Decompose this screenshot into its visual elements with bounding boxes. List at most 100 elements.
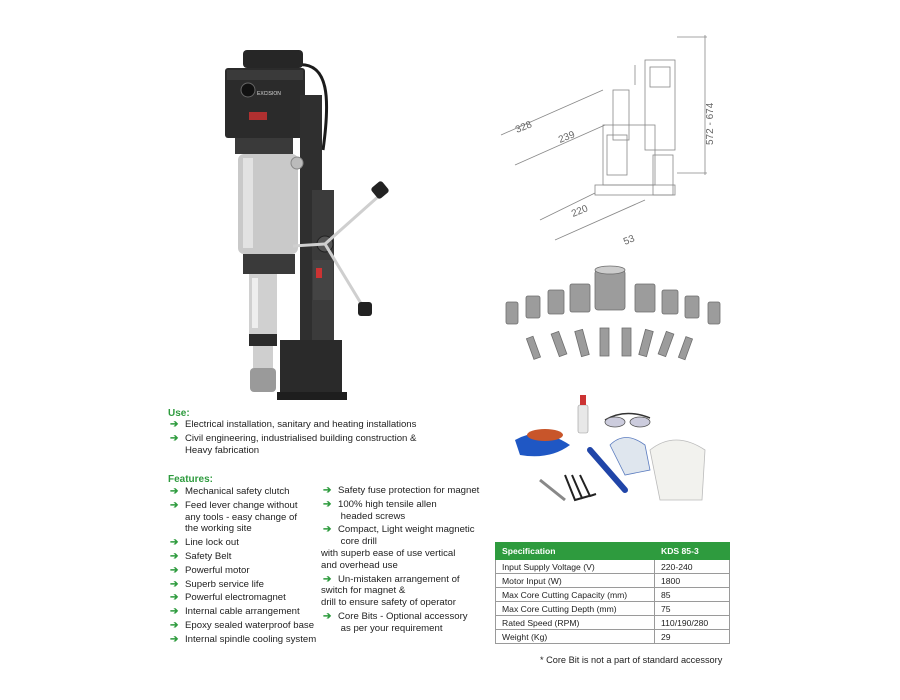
feature-item: ➔ Mechanical safety clutch bbox=[168, 486, 328, 498]
spec-label: Max Core Cutting Depth (mm) bbox=[495, 601, 655, 616]
feature-text: Powerful electromagnet bbox=[185, 592, 286, 604]
feature-text-cont: and overhead use bbox=[321, 559, 398, 571]
spec-value: 29 bbox=[654, 629, 730, 644]
feature-text-cont: switch for magnet & bbox=[321, 585, 406, 597]
feature-item: ➔ Internal spindle cooling system bbox=[168, 634, 328, 646]
feature-item: ➔ Compact, Light weight magnetic core dri… bbox=[321, 524, 491, 571]
spec-value: 110/190/280 bbox=[654, 615, 730, 630]
arrow-icon: ➔ bbox=[170, 633, 179, 645]
spec-label: Motor Input (W) bbox=[495, 573, 655, 588]
use-item: ➔ Civil engineering, industrialised build… bbox=[168, 433, 488, 457]
accessories-image bbox=[515, 395, 706, 502]
feature-text: Epoxy sealed waterproof base bbox=[185, 619, 315, 631]
dimension-220: 220 bbox=[570, 203, 590, 220]
table-row: Motor Input (W)1800 bbox=[495, 573, 730, 588]
dimension-diagram: 328 239 220 53 572 - 674 bbox=[500, 35, 716, 248]
feature-item: ➔ Powerful electromagnet bbox=[168, 592, 328, 604]
feature-text: Un-mistaken arrangement of bbox=[338, 573, 460, 585]
dimension-53: 53 bbox=[622, 233, 637, 248]
spec-label: Input Supply Voltage (V) bbox=[495, 559, 655, 574]
arrow-icon: ➔ bbox=[323, 485, 332, 496]
spec-value: 85 bbox=[654, 587, 730, 602]
arrow-icon: ➔ bbox=[170, 432, 179, 444]
use-section: Use: ➔ Electrical installation, sanitary … bbox=[168, 408, 488, 458]
table-row: Max Core Cutting Depth (mm)75 bbox=[495, 601, 730, 616]
features-list-right: ➔ Safety fuse protection for magnet ➔ 100%… bbox=[321, 485, 491, 635]
feature-text-cont: core drill bbox=[338, 536, 377, 548]
arrow-icon: ➔ bbox=[170, 550, 179, 562]
feature-text: Compact, Light weight magnetic bbox=[338, 524, 475, 536]
feature-item: ➔ Internal cable arrangement bbox=[168, 606, 328, 618]
feature-item: ➔ Safety Belt bbox=[168, 551, 328, 563]
arrow-icon: ➔ bbox=[323, 498, 332, 510]
feature-text-cont: any tools - easy change of bbox=[185, 511, 297, 523]
footnote: * Core Bit is not a part of standard acc… bbox=[540, 655, 723, 665]
feature-text-cont: as per your requirement bbox=[338, 622, 443, 634]
core-bits-image bbox=[505, 265, 721, 361]
spec-header-label: Specification bbox=[495, 542, 655, 560]
feature-text-cont: headed screws bbox=[338, 510, 406, 522]
feature-text: Internal cable arrangement bbox=[185, 606, 300, 618]
arrow-icon: ➔ bbox=[170, 592, 179, 604]
spec-value: 220-240 bbox=[654, 559, 730, 574]
feature-text: 100% high tensile allen bbox=[338, 498, 437, 510]
use-item-text-cont: Heavy fabrication bbox=[185, 444, 260, 456]
arrow-icon: ➔ bbox=[323, 524, 332, 536]
feature-item: ➔ Superb service life bbox=[168, 579, 328, 591]
arrow-icon: ➔ bbox=[170, 578, 179, 590]
feature-item: ➔ Safety fuse protection for magnet bbox=[321, 485, 491, 497]
feature-text-cont: drill to ensure safety of operator bbox=[321, 597, 456, 609]
feature-text-cont: the working site bbox=[185, 523, 252, 535]
feature-text: Internal spindle cooling system bbox=[185, 633, 317, 645]
feature-item: ➔ Powerful motor bbox=[168, 565, 328, 577]
arrow-icon: ➔ bbox=[170, 486, 179, 497]
arrow-icon: ➔ bbox=[170, 564, 179, 576]
spec-header-model: KDS 85-3 bbox=[654, 542, 730, 560]
features-list-left: ➔ Mechanical safety clutch ➔ Feed lever ch… bbox=[168, 486, 328, 646]
feature-text: Safety Belt bbox=[185, 550, 232, 562]
table-row: Input Supply Voltage (V)220-240 bbox=[495, 559, 730, 574]
arrow-icon: ➔ bbox=[170, 606, 179, 618]
spec-value: 75 bbox=[654, 601, 730, 616]
spec-label: Weight (Kg) bbox=[495, 629, 655, 644]
feature-text: Powerful motor bbox=[185, 564, 250, 576]
magnetic-drill-image: EXCISION bbox=[225, 50, 389, 400]
features-section: Features: ➔ Mechanical safety clutch ➔ Fee… bbox=[168, 474, 328, 648]
arrow-icon: ➔ bbox=[170, 619, 179, 631]
spec-value: 1800 bbox=[654, 573, 730, 588]
arrow-icon: ➔ bbox=[170, 499, 179, 511]
use-item-text: Electrical installation, sanitary and he… bbox=[185, 419, 417, 430]
arrow-icon: ➔ bbox=[170, 419, 179, 430]
table-row: Weight (Kg)29 bbox=[495, 629, 730, 644]
feature-text: Superb service life bbox=[185, 578, 264, 590]
feature-text: Feed lever change without bbox=[185, 499, 298, 511]
features-heading: Features: bbox=[168, 474, 214, 485]
spec-label: Rated Speed (RPM) bbox=[495, 615, 655, 630]
feature-item: ➔Core Bits - Optional accessory as per y… bbox=[321, 611, 491, 635]
use-list: ➔ Electrical installation, sanitary and h… bbox=[168, 419, 488, 456]
specification-table: Specification KDS 85-3 Input Supply Volt… bbox=[495, 542, 730, 644]
feature-text: Line lock out bbox=[185, 537, 239, 549]
table-row: Rated Speed (RPM)110/190/280 bbox=[495, 615, 730, 630]
brand-logo-text: EXCISION bbox=[257, 91, 281, 97]
feature-item: ➔ 100% high tensile allen headed screws bbox=[321, 499, 491, 523]
feature-text-cont: with superb ease of use vertical bbox=[321, 547, 456, 559]
table-row: Max Core Cutting Capacity (mm)85 bbox=[495, 587, 730, 602]
features-section-right: ➔ Safety fuse protection for magnet ➔ 100%… bbox=[321, 485, 491, 637]
arrow-icon: ➔ bbox=[323, 610, 332, 622]
use-heading: Use: bbox=[168, 408, 190, 419]
spec-header-row: Specification KDS 85-3 bbox=[495, 542, 730, 560]
feature-item: ➔ Line lock out bbox=[168, 537, 328, 549]
feature-item: ➔ Epoxy sealed waterproof base bbox=[168, 620, 328, 632]
arrow-icon: ➔ bbox=[170, 537, 179, 549]
arrow-icon: ➔ bbox=[323, 573, 332, 585]
dimension-height: 572 - 674 bbox=[705, 102, 716, 145]
spec-label: Max Core Cutting Capacity (mm) bbox=[495, 587, 655, 602]
use-item-text: Civil engineering, industrialised buildi… bbox=[185, 432, 417, 444]
use-item: ➔ Electrical installation, sanitary and h… bbox=[168, 419, 488, 431]
feature-text: Safety fuse protection for magnet bbox=[338, 485, 480, 496]
dimension-239: 239 bbox=[557, 129, 577, 146]
feature-text: Mechanical safety clutch bbox=[185, 486, 290, 497]
